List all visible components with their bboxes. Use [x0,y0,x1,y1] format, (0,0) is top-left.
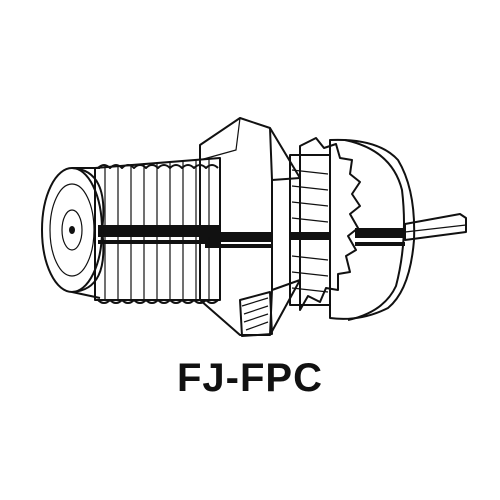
part-number-label: FJ-FPC [177,356,323,400]
center-contact-hole [69,226,75,234]
rear-thread [289,154,331,306]
rear-flange [329,138,416,321]
front-face [41,167,105,299]
connector-illustration [41,117,467,337]
front-thread-barrel [94,157,221,304]
hex-nut [199,117,301,337]
lock-washer [299,137,361,311]
